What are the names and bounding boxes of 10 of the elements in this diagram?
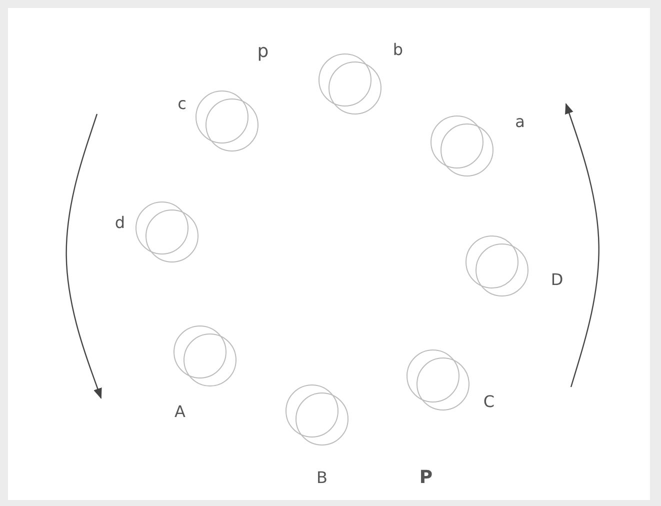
circle-label: d bbox=[114, 213, 126, 233]
circle-label: C bbox=[483, 392, 495, 412]
circle-label: B bbox=[316, 468, 328, 488]
circle-label: b bbox=[392, 40, 404, 60]
pole-label: P bbox=[419, 468, 433, 488]
circle-label: a bbox=[515, 112, 525, 132]
circle-label: D bbox=[550, 270, 564, 290]
pole-label: p bbox=[257, 42, 269, 62]
circle-label: A bbox=[174, 402, 186, 422]
circle-label: c bbox=[178, 94, 186, 114]
